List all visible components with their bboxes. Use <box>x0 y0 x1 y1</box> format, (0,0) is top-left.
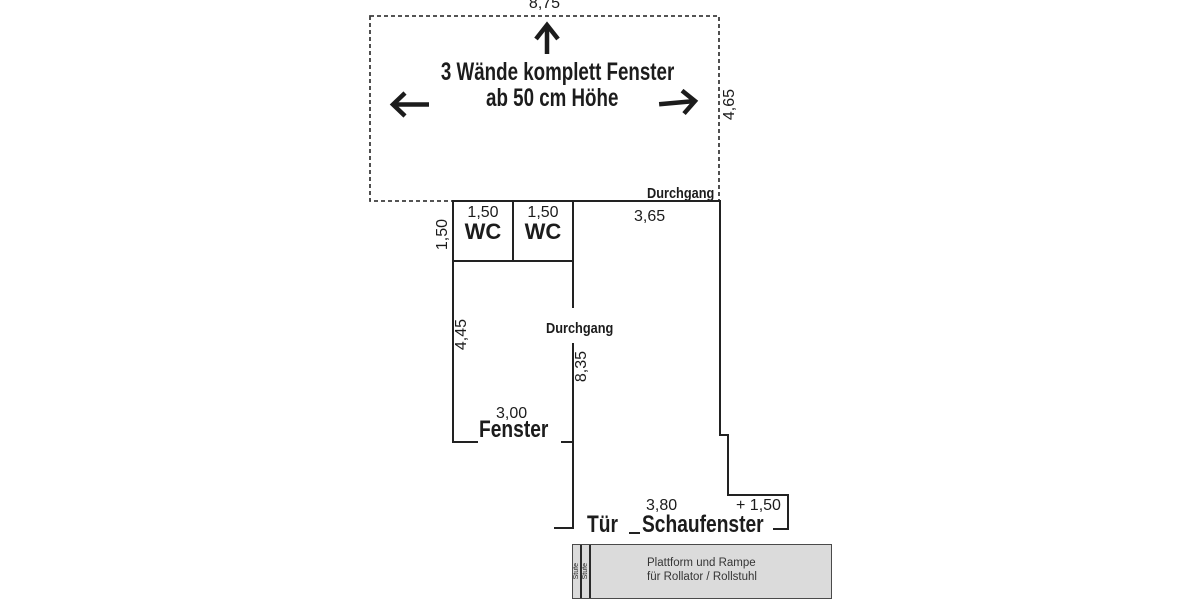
platform-area: Stufe Stufe Plattform und Rampe für Roll… <box>572 544 832 599</box>
platform-text-line2: für Rollator / Rollstuhl <box>647 571 757 583</box>
platform-step-2: Stufe <box>582 545 591 598</box>
top-passage-dim: 3,65 <box>634 208 666 226</box>
platform-step-1: Stufe <box>573 545 582 598</box>
wall-middle-lower <box>572 343 574 529</box>
middle-wall-dim-text: 8,35 <box>573 351 590 383</box>
window-tick-right <box>561 441 574 443</box>
middle-passage-label: Durchgang <box>546 321 625 337</box>
top-passage-dim-text: 3,65 <box>634 208 666 225</box>
shop-window-label-text: Schaufenster <box>642 511 764 538</box>
window-dim-text: 3,00 <box>496 405 528 422</box>
wc-stall-1-label: WC <box>453 220 513 243</box>
right-arrow-icon <box>658 88 699 116</box>
top-room-note-line2: ab 50 cm Höhe <box>402 84 702 112</box>
wall-middle-upper <box>572 200 574 308</box>
wall-top <box>453 200 720 202</box>
wc-depth-dim: 1,50 <box>434 219 451 250</box>
left-wall-dim-text: 4,45 <box>453 319 470 351</box>
wc-depth-dim-text: 1,50 <box>434 219 451 251</box>
door-sill-tick <box>554 527 573 529</box>
top-room-note-line1-text: 3 Wände komplett Fenster <box>440 58 675 86</box>
platform-text-line1: Plattform und Rampe <box>647 557 756 569</box>
top-passage-label: Durchgang <box>647 186 726 202</box>
left-arrow-icon <box>389 91 429 118</box>
wc-stall-1-dim-text: 1,50 <box>467 204 499 221</box>
window-tick-left <box>452 441 478 443</box>
window-label: Fenster <box>479 417 566 442</box>
middle-wall-dim: 8,35 <box>573 351 590 382</box>
wc-stall-1-label-text: WC <box>464 219 502 244</box>
shop-window-dim: 3,80 <box>646 497 678 515</box>
top-room-height-dim-text: 4,65 <box>721 89 738 121</box>
wc-stall-2-label: WC <box>513 220 573 243</box>
up-arrow-icon <box>534 21 560 54</box>
platform-text: Plattform und Rampe für Rollator / Rolls… <box>647 556 757 584</box>
wall-right <box>719 200 721 436</box>
wc-divider-wall <box>512 200 514 262</box>
top-room-width-dim: 8,75 <box>369 0 720 13</box>
top-room-note-line2-text: ab 50 cm Höhe <box>485 84 619 112</box>
shop-window-right-tick <box>773 528 788 530</box>
left-wall-dim: 4,45 <box>453 319 470 350</box>
wc-bottom-wall <box>452 260 574 262</box>
shop-window-dim-text: 3,80 <box>646 497 678 514</box>
shop-window-height-dim: + 1,50 <box>736 497 781 515</box>
top-room-height-dim: 4,65 <box>721 89 738 120</box>
door-label-text: Tür <box>587 511 618 538</box>
window-label-text: Fenster <box>479 416 549 443</box>
top-passage-label-text: Durchgang <box>647 185 715 202</box>
wall-left <box>452 200 454 443</box>
shop-window-label: Schaufenster <box>642 512 794 537</box>
wc-stall-2-dim: 1,50 <box>513 204 573 222</box>
window-dim: 3,00 <box>496 405 528 423</box>
top-room-width-dim-text: 8,75 <box>528 0 561 12</box>
shop-window-sill <box>729 494 789 496</box>
door-label: Tür <box>587 512 626 537</box>
platform-step-1-label: Stufe <box>573 563 580 580</box>
wc-stall-2-label-text: WC <box>524 219 562 244</box>
top-room-note-line1: 3 Wände komplett Fenster <box>402 58 702 86</box>
shop-window-left-tick <box>629 532 640 534</box>
platform-step-2-label: Stufe <box>582 563 589 580</box>
middle-passage-label-text: Durchgang <box>546 320 614 337</box>
wc-stall-2-dim-text: 1,50 <box>527 204 559 221</box>
wall-step-vertical <box>727 434 729 496</box>
shop-window-height-dim-text: + 1,50 <box>736 497 781 514</box>
wc-stall-1-dim: 1,50 <box>453 204 513 222</box>
wall-step-horizontal <box>721 434 729 436</box>
shop-window-right-wall <box>787 494 789 530</box>
